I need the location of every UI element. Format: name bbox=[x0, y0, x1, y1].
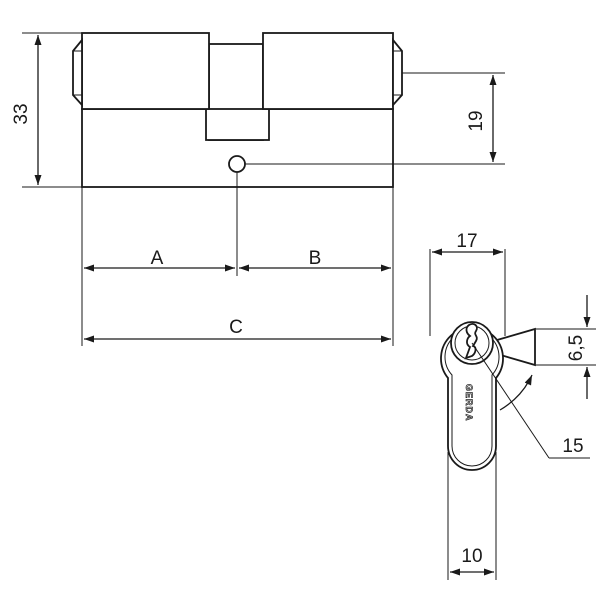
dimension-10-label: 10 bbox=[461, 546, 482, 567]
dimension-lengths: A B C bbox=[81, 172, 394, 346]
left-plug bbox=[81, 32, 210, 110]
dimension-profile-width: 17 bbox=[429, 231, 506, 336]
brand-logo: GERDA bbox=[464, 384, 474, 422]
cylinder-profile-view: GERDA bbox=[440, 321, 536, 471]
dimension-17-label: 17 bbox=[456, 231, 477, 252]
keyway-icon bbox=[464, 323, 478, 360]
dimension-body-width: 10 bbox=[447, 452, 497, 580]
dimension-height: 33 bbox=[11, 32, 82, 188]
dimension-cam-offset: 19 bbox=[245, 72, 505, 165]
dimension-c-label: C bbox=[229, 317, 243, 338]
profile-inner-outline bbox=[444, 329, 500, 467]
dimension-cam-radius: 15 bbox=[471, 342, 590, 459]
dimension-15-label: 15 bbox=[562, 436, 583, 457]
dimension-33-label: 33 bbox=[11, 103, 32, 124]
dimension-cam-thickness: 6,5 bbox=[536, 295, 596, 399]
dimension-a-label: A bbox=[151, 248, 164, 269]
dimension-6-5-label: 6,5 bbox=[566, 335, 587, 361]
dimension-b-label: B bbox=[309, 248, 322, 269]
cylinder-side-view bbox=[72, 32, 403, 188]
cam-piece bbox=[205, 108, 270, 141]
dimension-19-label: 19 bbox=[466, 110, 487, 131]
screw-hole bbox=[228, 155, 246, 173]
profile-outline bbox=[440, 326, 504, 471]
right-plug bbox=[262, 32, 394, 110]
